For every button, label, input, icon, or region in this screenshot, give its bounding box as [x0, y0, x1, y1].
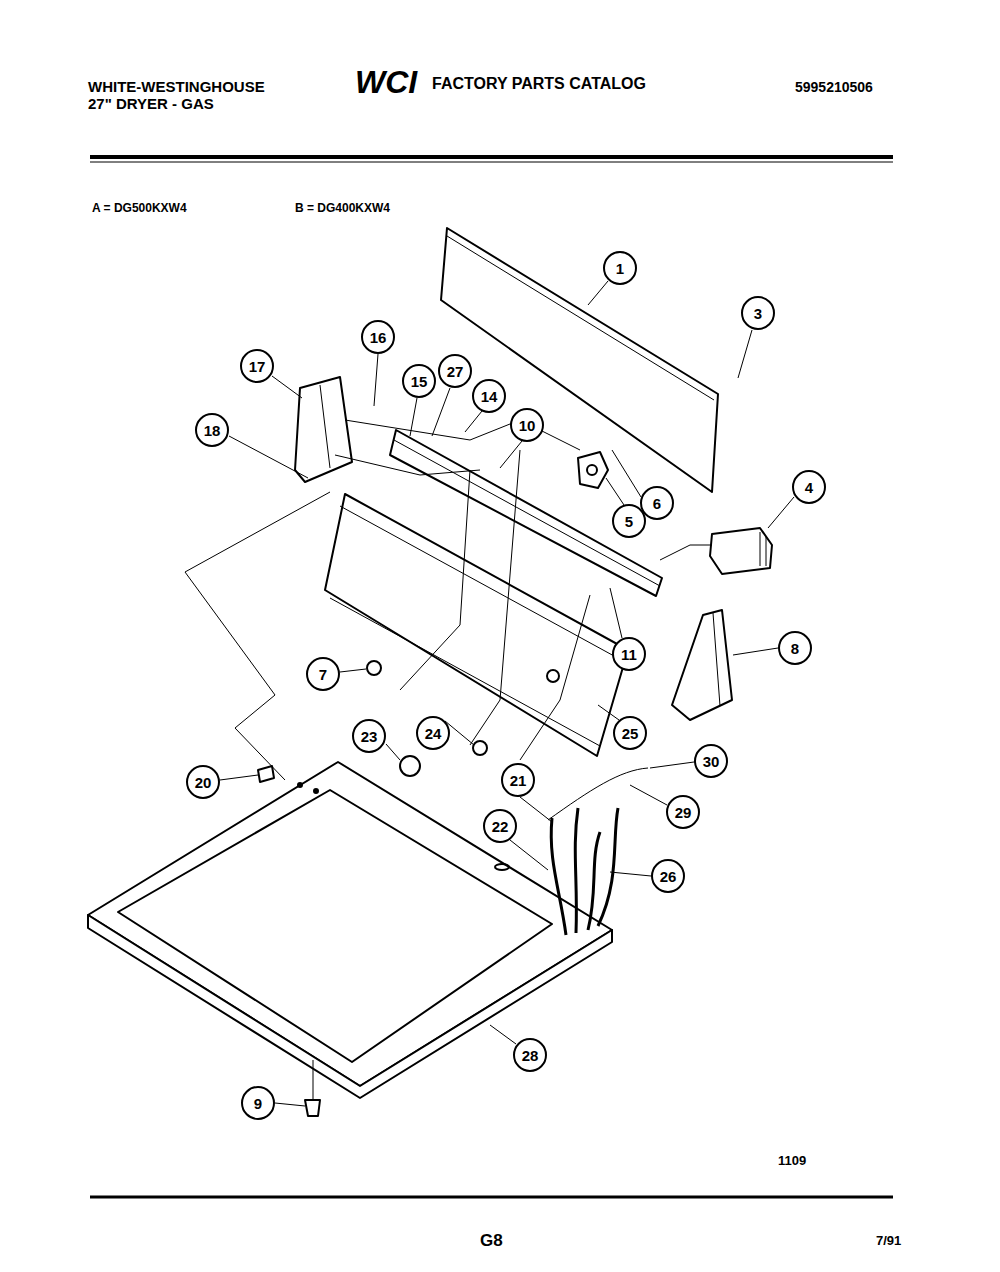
callout-circle: 11 — [612, 637, 646, 671]
header-text: 27" DRYER - GAS — [88, 96, 214, 111]
callout-number: 20 — [195, 775, 212, 790]
callout-circle: 21 — [501, 763, 535, 797]
header-text: B = DG400KXW4 — [295, 202, 390, 214]
callout-circle: 25 — [613, 716, 647, 750]
logo-text: WCI — [355, 66, 417, 98]
callout-number: 4 — [805, 480, 813, 495]
callout-circle: 23 — [352, 719, 386, 753]
header-text: WHITE-WESTINGHOUSE — [88, 79, 265, 94]
callout-circle: 20 — [186, 765, 220, 799]
header-text: 7/91 — [876, 1234, 901, 1247]
callout-number: 24 — [425, 726, 442, 741]
callout-circle: 10 — [510, 408, 544, 442]
callout-circle: 16 — [361, 320, 395, 354]
callout-circle: 22 — [483, 809, 517, 843]
callout-circle: 7 — [306, 657, 340, 691]
callout-number: 6 — [653, 496, 661, 511]
callout-number: 11 — [621, 647, 637, 662]
header-text: 1109 — [778, 1154, 806, 1167]
header-text: G8 — [480, 1232, 503, 1249]
callout-number: 23 — [361, 729, 378, 744]
callout-circle: 27 — [438, 354, 472, 388]
callout-number: 3 — [754, 306, 762, 321]
callout-number: 17 — [249, 359, 266, 374]
callout-circle: 26 — [651, 859, 685, 893]
callout-number: 22 — [492, 819, 509, 834]
callout-circle: 8 — [778, 631, 812, 665]
callout-circle: 15 — [402, 364, 436, 398]
callout-number: 15 — [411, 374, 428, 389]
callout-number: 30 — [703, 754, 720, 769]
callout-circle: 4 — [792, 470, 826, 504]
callout-circle: 5 — [612, 504, 646, 538]
callout-circle: 3 — [741, 296, 775, 330]
callout-number: 26 — [660, 869, 677, 884]
callout-circle: 17 — [240, 349, 274, 383]
callout-number: 5 — [625, 514, 633, 529]
callout-number: 29 — [675, 805, 692, 820]
callout-number: 9 — [254, 1096, 262, 1111]
header-text: A = DG500KXW4 — [92, 202, 187, 214]
callout-circle: 28 — [513, 1038, 547, 1072]
callout-circle: 29 — [666, 795, 700, 829]
header-text: FACTORY PARTS CATALOG — [432, 76, 646, 92]
callout-circle: 14 — [472, 379, 506, 413]
callout-circle: 30 — [694, 744, 728, 778]
header-text: 5995210506 — [795, 80, 873, 94]
callout-circle: 24 — [416, 716, 450, 750]
callout-circle: 1 — [603, 251, 637, 285]
callout-number: 28 — [522, 1048, 539, 1063]
callout-number: 10 — [519, 418, 536, 433]
callout-circle: 9 — [241, 1086, 275, 1120]
callout-number: 21 — [510, 773, 527, 788]
callout-number: 14 — [481, 389, 498, 404]
callout-number: 7 — [319, 667, 327, 682]
callout-number: 18 — [204, 423, 221, 438]
callout-number: 27 — [447, 364, 464, 379]
callout-number: 16 — [370, 330, 387, 345]
callout-number: 8 — [791, 641, 799, 656]
callout-circle: 18 — [195, 413, 229, 447]
callout-number: 25 — [622, 726, 639, 741]
callout-number: 1 — [616, 261, 624, 276]
